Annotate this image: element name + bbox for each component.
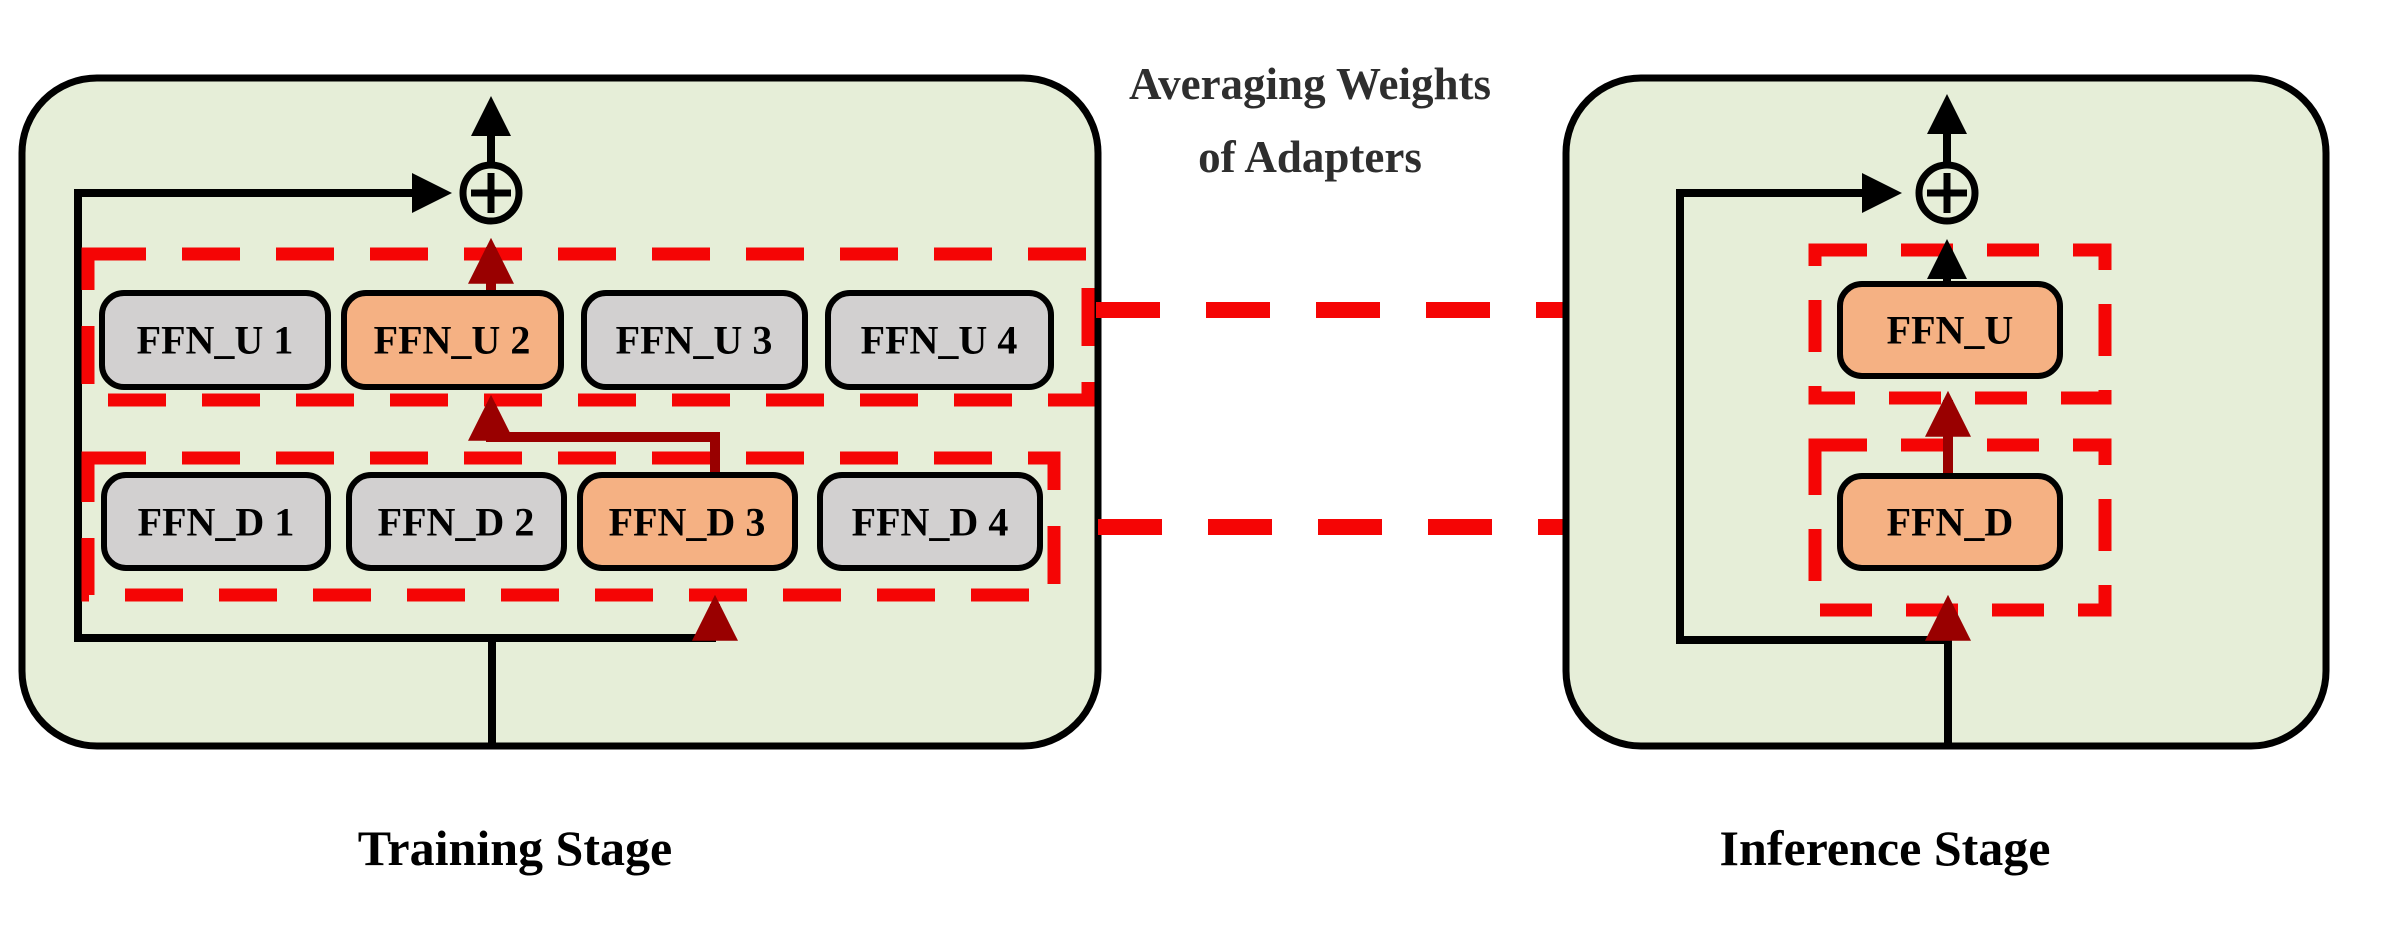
inference-residual-skip-arrow xyxy=(1676,173,1902,640)
training-residual-skip-arrow xyxy=(74,173,452,638)
ffn-d2-box xyxy=(346,472,567,571)
inference-ffn-d-label: FFN_D xyxy=(1887,500,2014,545)
ffn-d3-to-ffn-u2-arrow xyxy=(468,394,720,476)
ffn-d1-box xyxy=(101,472,331,571)
inference-ffn-u-box xyxy=(1837,281,2063,379)
inference-ffn-u-dashed-group xyxy=(1808,243,2112,405)
ffn-d3-box xyxy=(577,472,798,571)
ffn-d4-label: FFN_D 4 xyxy=(852,500,1009,545)
inference-ffn-u-label: FFN_U xyxy=(1887,308,2014,353)
inference-ffn-d-box xyxy=(1837,473,2063,571)
ffn-u2-box xyxy=(341,290,564,390)
ffn-d4-box xyxy=(817,472,1043,571)
ffn-u1-box xyxy=(99,290,331,390)
training-ffn-d-dashed-group xyxy=(81,451,1061,602)
ffn-d2-label: FFN_D 2 xyxy=(378,500,535,545)
inference-ffn-d-dashed-group xyxy=(1808,438,2112,617)
training-sum-plus-circle-icon xyxy=(459,161,523,225)
ffn-u3-label: FFN_U 3 xyxy=(616,318,773,363)
inference-stage-container: FFN_U FFN_D xyxy=(1562,74,2330,750)
ffn-d3-label: FFN_D 3 xyxy=(609,500,766,545)
ffn-u4-box xyxy=(825,290,1054,390)
training-stage-container: FFN_U 1 FFN_U 2 FFN_U 3 FFN_U 4 FFN_D 1 … xyxy=(18,74,1102,750)
ffn-u3-box xyxy=(581,290,808,390)
ffn-u1-label: FFN_U 1 xyxy=(137,318,294,363)
ffn-u4-label: FFN_U 4 xyxy=(861,318,1018,363)
training-stage-panel xyxy=(18,74,1102,750)
averaging-annotation-line2: of Adapters xyxy=(1198,132,1422,182)
training-ffn-u-row: FFN_U 1 FFN_U 2 FFN_U 3 FFN_U 4 xyxy=(99,290,1054,390)
training-stage-title: Training Stage xyxy=(358,820,672,876)
ffn-u2-label: FFN_U 2 xyxy=(374,318,531,363)
inference-sum-plus-circle-icon xyxy=(1915,161,1979,225)
ffn-d1-label: FFN_D 1 xyxy=(138,500,295,545)
inference-stage-title: Inference Stage xyxy=(1720,820,2051,876)
training-ffn-u-dashed-group xyxy=(81,247,1095,407)
averaging-annotation-line1: Averaging Weights xyxy=(1129,59,1491,109)
training-ffn-d-row: FFN_D 1 FFN_D 2 FFN_D 3 FFN_D 4 xyxy=(101,472,1043,571)
